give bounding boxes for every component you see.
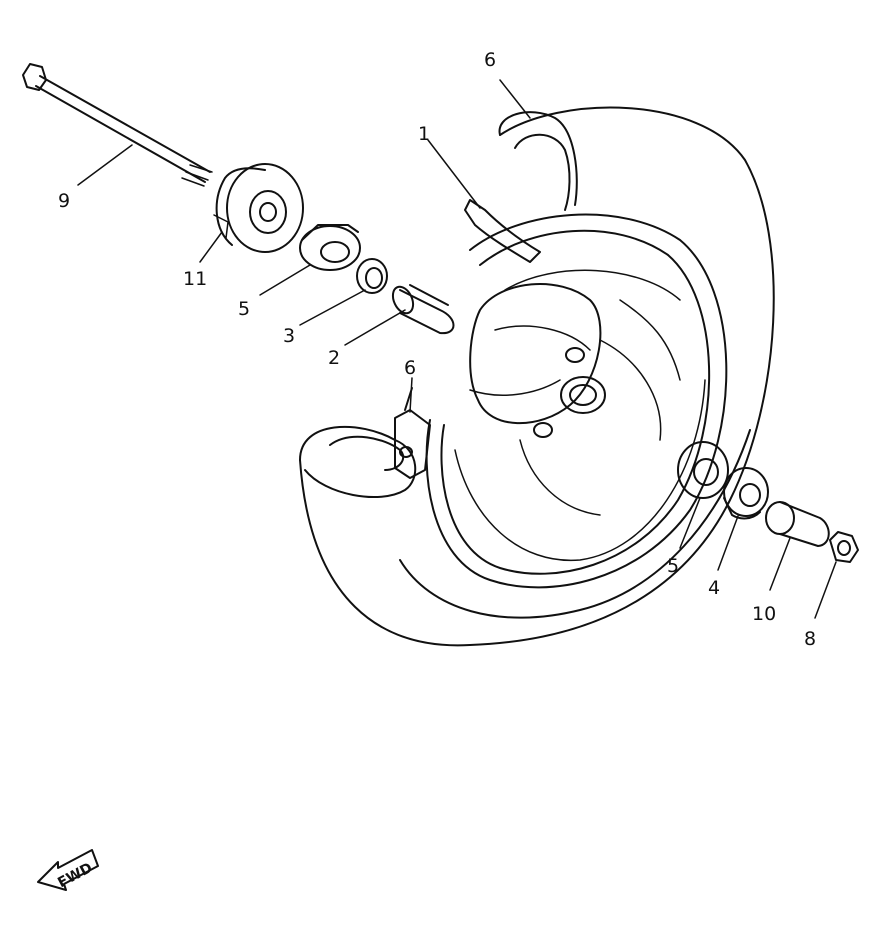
callout-1: 1 — [418, 123, 430, 145]
callout-11: 11 — [183, 268, 207, 290]
callout-4: 4 — [708, 577, 720, 599]
fwd-arrow-icon: FWD — [37, 849, 99, 891]
fwd-label: FWD — [55, 860, 95, 891]
callout-10: 10 — [752, 603, 776, 625]
bearing-left — [299, 224, 361, 271]
callout-5-left: 5 — [238, 298, 250, 320]
collar-4 — [723, 467, 769, 520]
callout-5-right: 5 — [667, 555, 679, 577]
callout-2: 2 — [328, 347, 340, 369]
oil-seal — [356, 258, 388, 294]
callout-6: 6 — [404, 357, 416, 379]
spacer-2 — [391, 284, 455, 335]
spacer-10 — [765, 501, 830, 547]
cast-wheel — [425, 199, 728, 589]
tire — [299, 106, 775, 647]
axle — [22, 63, 213, 187]
leader-lines — [77, 79, 837, 619]
callout-7: 6 — [484, 49, 496, 71]
collar-11 — [213, 163, 304, 253]
callout-9: 9 — [58, 190, 70, 212]
bearing-right — [677, 441, 729, 499]
axle-nut — [829, 531, 859, 563]
callout-8: 8 — [804, 628, 816, 650]
callout-3: 3 — [283, 325, 295, 347]
